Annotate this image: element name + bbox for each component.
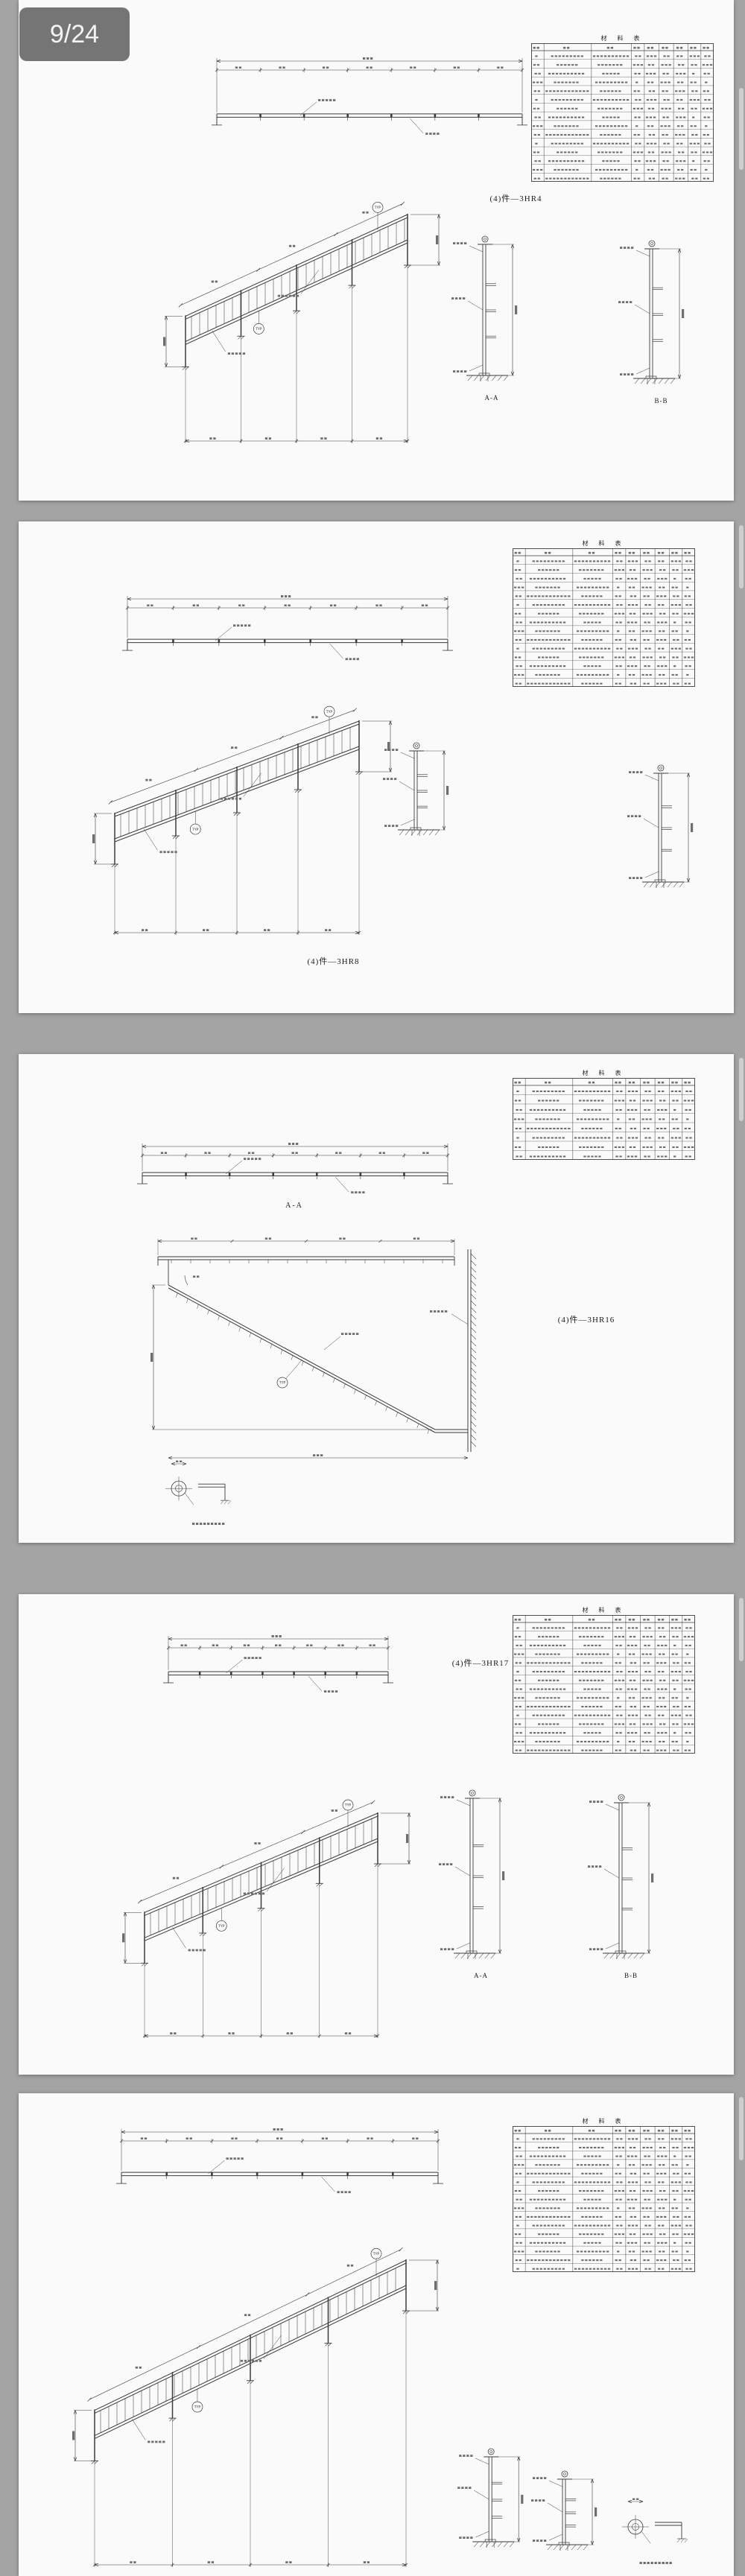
drawing-title-label: (4)件—3HR16	[557, 1316, 615, 1325]
section-label: B-B	[624, 1972, 638, 1979]
svg-text:TYP: TYP	[344, 1803, 352, 1808]
document-page-5[interactable]: 材 料 表 TYP TYP	[19, 2093, 734, 2576]
plan-view-drawing	[137, 1143, 453, 1194]
bill-of-materials-table: 材 料 表	[531, 34, 714, 182]
scrollbar-thumb[interactable]	[739, 88, 744, 170]
document-page-3[interactable]: 材 料 表 A-A TYP (4)件—3HR16	[19, 1054, 734, 1543]
drawing-title-label: (4)件—3HR17	[451, 1659, 510, 1668]
plan-view-drawing	[212, 57, 527, 135]
plan-view-drawing	[163, 1635, 393, 1693]
parts-table-title: 材 料 表	[582, 1070, 626, 1076]
connection-detail-drawing	[165, 1460, 232, 1525]
document-page-4[interactable]: 材 料 表 (4)件—3HR17 TYP TYP A-A B-B	[19, 1594, 734, 2075]
document-page-1[interactable]: 材 料 表 TYP TYP (4)件—3HR4 A-A B-B	[19, 0, 734, 501]
post-section-detail: B-B	[611, 237, 711, 407]
document-page-2[interactable]: 材 料 表 TYP TYP (4)件—3HR8	[19, 521, 734, 1013]
section-label: B-B	[654, 397, 668, 405]
parts-table-title: 材 料 表	[582, 1607, 626, 1614]
svg-text:TYP: TYP	[255, 327, 262, 331]
parts-table-grid	[531, 43, 714, 182]
scrollbar-thumb[interactable]	[739, 1058, 744, 1121]
section-drawing	[588, 1794, 654, 1959]
post-section-detail: B-B	[579, 1791, 683, 1982]
elevation-drawing: TYP TYP	[72, 2247, 440, 2567]
svg-text:TYP: TYP	[279, 1381, 286, 1386]
section-drawing	[627, 764, 694, 888]
section-label: A-A	[474, 1972, 488, 1979]
section-label: A-A	[484, 394, 499, 402]
scrollbar-thumb[interactable]	[739, 1598, 744, 1661]
page-indicator-badge: 9/24	[19, 7, 130, 61]
bill-of-materials-table: 材 料 表	[513, 539, 695, 687]
section-drawing	[383, 742, 449, 836]
drawing-title-label: (4)件—3HR4	[489, 194, 542, 203]
svg-text:TYP: TYP	[372, 2252, 380, 2256]
post-section-detail	[531, 2467, 611, 2573]
connection-detail-drawing	[622, 2498, 688, 2564]
plan-view-drawing	[122, 595, 453, 661]
svg-text:TYP: TYP	[194, 2405, 201, 2410]
parts-table-title: 材 料 表	[582, 540, 626, 547]
bill-of-materials-table: 材 料 表	[513, 1069, 695, 1160]
svg-text:TYP: TYP	[191, 828, 199, 832]
parts-table-grid	[513, 548, 695, 687]
post-section-detail: A-A	[451, 232, 529, 404]
svg-text:TYP: TYP	[326, 710, 333, 714]
scrollbar-thumb[interactable]	[739, 2097, 744, 2160]
drawing-title-label: (4)件—3HR8	[307, 957, 360, 966]
section-drawing	[457, 2448, 524, 2548]
post-section-detail	[457, 2445, 530, 2570]
parts-table-title: 材 料 表	[582, 2118, 626, 2125]
post-section-detail	[626, 761, 711, 910]
parts-table-grid	[513, 1615, 695, 1754]
parts-table-grid	[513, 1078, 695, 1160]
canopy-elevation-drawing: TYP	[150, 1237, 477, 1460]
bill-of-materials-table: 材 料 表	[513, 1606, 695, 1754]
bill-of-materials-table: 材 料 表	[513, 2117, 695, 2272]
section-drawing	[531, 2470, 597, 2551]
plan-section-label: A-A	[285, 1202, 303, 1210]
section-drawing	[451, 235, 518, 381]
elevation-drawing: TYP TYP	[122, 1799, 411, 2038]
section-drawing	[439, 1789, 505, 1959]
elevation-drawing: TYP TYP	[163, 201, 441, 443]
svg-text:TYP: TYP	[374, 206, 381, 210]
post-section-detail	[383, 739, 458, 858]
plan-view-drawing	[116, 2128, 443, 2194]
elevation-drawing: TYP TYP	[92, 705, 393, 935]
parts-table-grid	[513, 2126, 695, 2272]
section-drawing	[618, 240, 685, 384]
post-section-detail: A-A	[434, 1786, 527, 1982]
page-indicator-text: 9/24	[49, 19, 100, 48]
parts-table-title: 材 料 表	[600, 35, 644, 42]
scrollbar-thumb[interactable]	[739, 525, 744, 589]
svg-text:TYP: TYP	[218, 1924, 225, 1929]
